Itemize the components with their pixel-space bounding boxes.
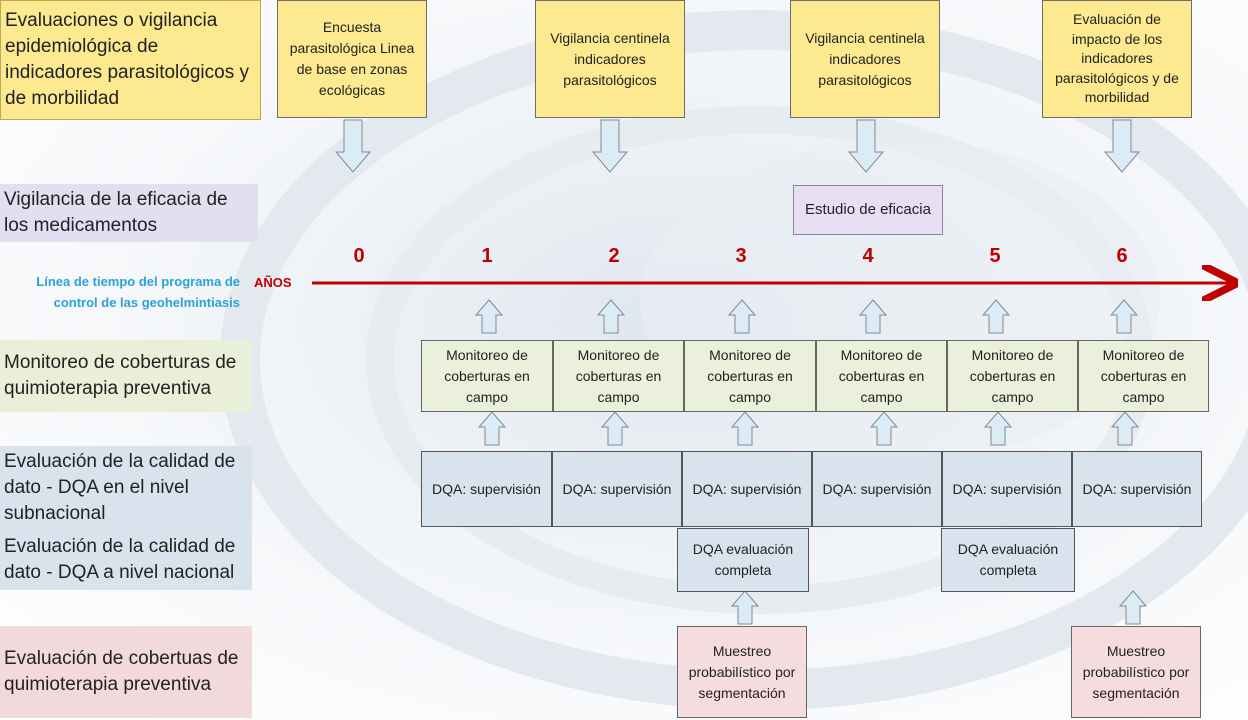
muestreo-box: Muestreo probabilístico por segmentación [1071,626,1201,718]
timeline-unit: AÑOS [254,275,292,290]
dqa-supervision-box: DQA: supervisión [942,451,1072,527]
dqa-supervision-box: DQA: supervisión [552,451,682,527]
dqa-supervision-box: DQA: supervisión [682,451,812,527]
top-box-evaluacion-impacto: Evaluación de impacto de los indicadores… [1042,0,1192,118]
dqa-supervision-box: DQA: supervisión [421,451,552,527]
monitoreo-box: Monitoreo de coberturas en campo [816,340,947,412]
year-label: 3 [735,245,747,267]
up-arrow [1110,411,1140,446]
top-box-vigilancia-centinela: Vigilancia centinela indicadores parasit… [790,0,940,118]
dqa-evaluacion-box: DQA evaluación completa [677,528,809,592]
up-arrow [983,411,1013,446]
row-label-dqa-subnacional: Evaluación de la calidad de dato - DQA e… [0,446,252,530]
year-label: 4 [862,245,874,267]
top-box-encuesta: Encuesta parasitológica Linea de base en… [277,0,427,118]
dqa-supervision-box: DQA: supervisión [1072,451,1202,527]
up-arrow [1118,590,1148,625]
year-label: 0 [353,245,365,267]
eficacia-box: Estudio de eficacia [793,185,943,235]
dqa-supervision-box: DQA: supervisión [812,451,942,527]
up-arrow [730,590,760,625]
up-arrow [474,299,504,334]
up-arrow [727,299,757,334]
timeline-label-line1: Línea de tiempo del programa de [36,274,240,289]
up-arrow [730,411,760,446]
up-arrow [858,299,888,334]
up-arrow [477,411,507,446]
up-arrow [981,299,1011,334]
up-arrow [600,411,630,446]
up-arrow [1109,299,1139,334]
muestreo-box: Muestreo probabilístico por segmentación [677,626,807,718]
up-arrow [869,411,899,446]
year-label: 1 [481,245,493,267]
up-arrow [596,299,626,334]
row-label-dqa-nacional: Evaluación de la calidad de dato - DQA a… [0,530,252,590]
monitoreo-box: Monitoreo de coberturas en campo [421,340,553,412]
row-label-monitoreo: Monitoreo de coberturas de quimioterapia… [0,340,252,412]
timeline-label: Línea de tiempo del programa de control … [10,272,240,314]
timeline-label-line2: control de las geohelmintiasis [53,294,240,310]
monitoreo-box: Monitoreo de coberturas en campo [947,340,1078,412]
top-box-vigilancia-centinela: Vigilancia centinela indicadores parasit… [535,0,685,118]
year-label: 6 [1116,245,1128,267]
row-label-coberturas: Evaluación de cobertuas de quimioterapia… [0,626,252,718]
monitoreo-box: Monitoreo de coberturas en campo [1078,340,1209,412]
down-arrow [334,119,372,173]
year-label: 5 [989,245,1001,267]
row-label-vigilancia-eficacia: Vigilancia de la eficacia de los medicam… [0,184,258,242]
down-arrow [847,119,885,173]
monitoreo-box: Monitoreo de coberturas en campo [553,340,684,412]
down-arrow [1103,119,1141,173]
dqa-evaluacion-box: DQA evaluación completa [941,528,1075,592]
monitoreo-box: Monitoreo de coberturas en campo [684,340,816,412]
down-arrow [591,119,629,173]
year-label: 2 [608,245,620,267]
row-label-evaluaciones: Evaluaciones o vigilancia epidemiológica… [0,0,261,120]
